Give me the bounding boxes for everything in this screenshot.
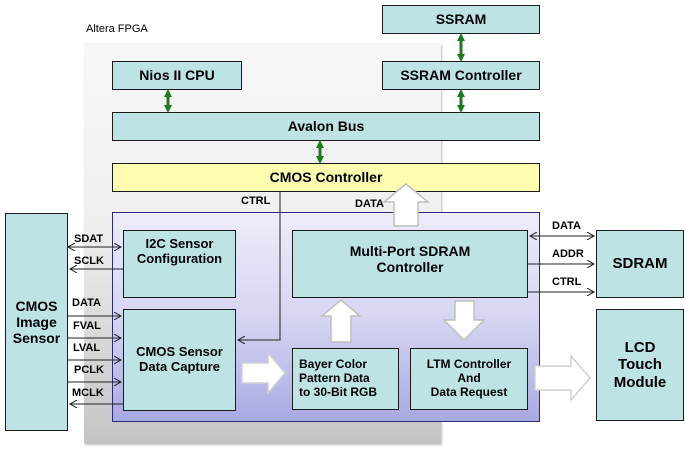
sdat-label: SDAT bbox=[74, 233, 104, 245]
cmos-sensor-label-1: CMOS bbox=[15, 297, 58, 314]
cmos-capture-label-2: Data Capture bbox=[139, 359, 220, 374]
sdram-label: SDRAM bbox=[612, 255, 668, 273]
pclk-label: PCLK bbox=[74, 364, 104, 376]
sclk-label: SCLK bbox=[74, 255, 104, 267]
lval-label: LVAL bbox=[73, 342, 101, 354]
fpga-label: Altera FPGA bbox=[86, 23, 148, 35]
sdram-controller-label-1: Multi-Port SDRAM bbox=[349, 243, 471, 259]
lcd-right-arrow bbox=[534, 353, 591, 403]
sdram-ctrl-label: CTRL bbox=[552, 276, 582, 288]
ltm-label-2: And bbox=[457, 371, 481, 386]
lcd-label-1: LCD bbox=[624, 339, 656, 357]
ssram-label: SSRAM bbox=[435, 11, 487, 28]
capture-right-arrow bbox=[241, 350, 286, 396]
data-top-label: DATA bbox=[355, 198, 384, 210]
bayer-conversion-block: Bayer Color Pattern Data to 30-Bit RGB bbox=[292, 348, 399, 410]
sensor-data-label: DATA bbox=[72, 297, 101, 309]
ltm-label-1: LTM Controller bbox=[426, 357, 512, 372]
cmos-sensor-label-2: Image bbox=[16, 313, 57, 330]
fval-label: FVAL bbox=[73, 320, 101, 332]
bayer-label-2: Pattern Data bbox=[299, 371, 370, 386]
sdram-data-label: DATA bbox=[552, 220, 581, 232]
sdram-block: SDRAM bbox=[596, 230, 684, 298]
data-up-arrow bbox=[381, 183, 431, 227]
i2c-config-label-2: Configuration bbox=[136, 250, 223, 266]
avalon-bus-block: Avalon Bus bbox=[112, 112, 540, 141]
sdram-addr-label: ADDR bbox=[552, 248, 584, 260]
sdram-controller-label-2: Controller bbox=[376, 259, 444, 276]
bayer-up-arrow bbox=[319, 299, 363, 343]
nios-cpu-block: Nios II CPU bbox=[112, 61, 242, 90]
lcd-label-3: Module bbox=[613, 373, 667, 391]
lcd-touch-module-block: LCD Touch Module bbox=[596, 309, 684, 421]
cmos-capture-block: CMOS Sensor Data Capture bbox=[123, 309, 236, 411]
bayer-label-3: to 30-Bit RGB bbox=[299, 384, 377, 399]
cmos-image-sensor-body: CMOS Image Sensor bbox=[5, 213, 68, 431]
lcd-label-2: Touch bbox=[618, 356, 662, 374]
ctrl-top-label: CTRL bbox=[241, 195, 271, 207]
i2c-config-label-1: I2C Sensor bbox=[145, 236, 214, 251]
ssram-controller-label: SSRAM Controller bbox=[400, 67, 522, 84]
ltm-label-3: Data Request bbox=[430, 384, 508, 399]
avalon-bus-label: Avalon Bus bbox=[287, 118, 365, 135]
cmos-sensor-label-3: Sensor bbox=[12, 330, 61, 347]
mclk-label: MCLK bbox=[72, 387, 104, 399]
cmos-controller-label: CMOS Controller bbox=[269, 169, 383, 186]
i2c-config-block: I2C Sensor Configuration bbox=[123, 230, 236, 298]
nios-cpu-label: Nios II CPU bbox=[139, 67, 215, 84]
ltm-controller-block: LTM Controller And Data Request bbox=[410, 348, 528, 410]
ltm-down-arrow bbox=[442, 300, 486, 342]
cmos-capture-label-1: CMOS Sensor bbox=[136, 344, 223, 360]
ctrl-line bbox=[238, 192, 281, 340]
bayer-label-1: Bayer Color bbox=[299, 357, 368, 372]
sdram-controller-block: Multi-Port SDRAM Controller bbox=[292, 230, 528, 298]
cmos-controller-block: CMOS Controller bbox=[112, 163, 540, 192]
